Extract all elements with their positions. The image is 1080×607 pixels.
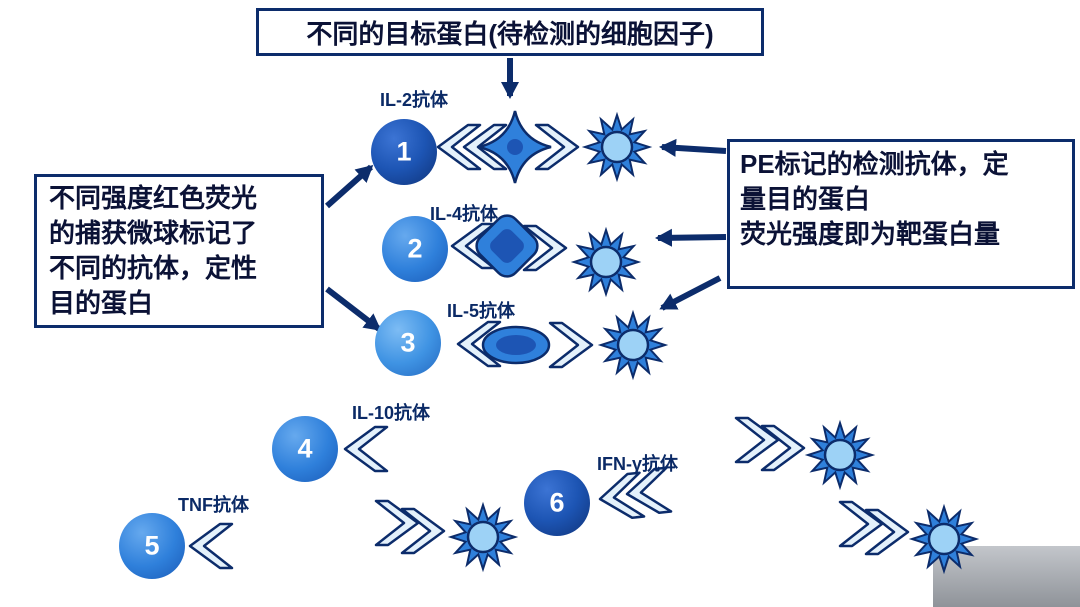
pe-detection-antibody-icon	[449, 503, 517, 571]
bead-2	[382, 216, 448, 282]
top-annotation-box: 不同的目标蛋白(待检测的细胞因子)	[256, 8, 764, 56]
antibody-chevron-icon	[343, 425, 389, 473]
bead-1-number: 1	[396, 136, 412, 167]
antibody-label-il10: IL-10抗体	[352, 403, 431, 423]
arrow-rightbox-to-sun1	[659, 138, 727, 157]
target-protein-star-icon	[478, 110, 552, 184]
antibody-chevron-icon	[374, 499, 420, 547]
antibody-chevron-icon	[734, 416, 780, 464]
left-annotation-box: 不同强度红色荧光 的捕获微球标记了 不同的抗体，定性 目的蛋白	[34, 174, 324, 328]
arrow-rightbox-to-sun2	[655, 228, 727, 247]
antibody-chevron-icon	[838, 500, 884, 548]
bead-3-number: 3	[400, 327, 416, 358]
pe-detection-antibody-icon	[583, 113, 651, 181]
bead-6	[524, 470, 590, 536]
target-protein-ellipse-icon	[481, 325, 551, 365]
bead-5	[119, 513, 185, 579]
arrow-leftbox-to-bead3	[325, 286, 382, 332]
antibody-label-il2: IL-2抗体	[380, 90, 449, 110]
bead-1	[371, 119, 437, 185]
right-annotation-box: PE标记的检测抗体，定 量目的蛋白 荧光强度即为靶蛋白量	[727, 139, 1075, 289]
bead-4-number: 4	[297, 433, 313, 464]
antibody-label-il5: IL-5抗体	[447, 301, 516, 321]
antibody-label-ifng: IFN-γ抗体	[597, 454, 678, 474]
antibody-label-tnf: TNF抗体	[178, 495, 249, 515]
bead-5-number: 5	[144, 530, 160, 561]
arrow-leftbox-to-bead1	[325, 164, 374, 209]
pe-detection-antibody-icon	[599, 311, 667, 379]
bead-4	[272, 416, 338, 482]
pe-detection-antibody-icon	[806, 421, 874, 489]
antibody-chevron-icon	[188, 522, 234, 570]
bead-2-number: 2	[407, 233, 423, 264]
arrow-rightbox-to-sun3	[659, 275, 722, 311]
pe-detection-antibody-icon	[910, 505, 978, 573]
bead-3	[375, 310, 441, 376]
bead-6-number: 6	[549, 487, 565, 518]
pe-detection-antibody-icon	[572, 228, 640, 296]
antibody-chevron-icon	[548, 321, 594, 369]
antibody-label-il4: IL-4抗体	[430, 204, 499, 224]
target-protein-diamond-icon	[475, 214, 539, 278]
